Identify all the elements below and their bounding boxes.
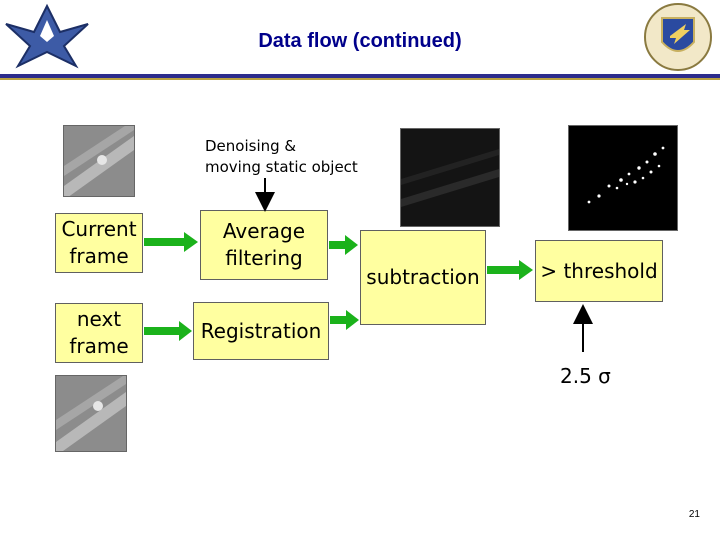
next-frame-box: next frame (55, 303, 143, 363)
subtraction-box: subtraction (360, 230, 486, 325)
page-number: 21 (688, 509, 700, 520)
subtraction-label: subtraction (366, 265, 480, 289)
threshold-box: > threshold (535, 240, 663, 302)
header-divider (0, 74, 720, 78)
registration-box: Registration (193, 302, 329, 360)
green-arrow-registration-to-subtraction (330, 310, 359, 330)
command-seal-logo (644, 3, 712, 71)
denoising-note-line2: moving static object (205, 158, 358, 176)
denoising-note: Denoising & moving static object (205, 136, 358, 178)
green-arrow-next-to-registration (144, 321, 192, 341)
current-frame-label-line2: frame (69, 244, 129, 268)
next-frame-label-line2: frame (69, 334, 129, 358)
average-filtering-label-line2: filtering (225, 246, 303, 270)
header-divider-accent (0, 78, 720, 80)
average-filtering-box: Average filtering (200, 210, 328, 280)
average-filtering-label-line1: Average (222, 219, 306, 243)
registration-label: Registration (200, 318, 322, 343)
denoising-note-line1: Denoising & (205, 137, 297, 155)
threshold-label: > threshold (540, 258, 658, 283)
current-frame-box: Current frame (55, 213, 143, 273)
filtered-noise-image (400, 128, 500, 227)
green-arrow-average-to-subtraction (329, 235, 358, 255)
current-frame-label-line1: Current (61, 217, 137, 241)
threshold-value: 2.5 σ (560, 364, 611, 388)
green-arrow-subtraction-to-threshold (487, 260, 533, 280)
threshold-result-image (568, 125, 678, 231)
next-frame-label-line1: next (76, 307, 122, 331)
air-force-logo (5, 3, 89, 69)
green-arrow-current-to-average (144, 232, 198, 252)
current-frame-image (63, 125, 135, 197)
page-title: Data flow (continued) (258, 30, 462, 52)
next-frame-image (55, 375, 127, 452)
